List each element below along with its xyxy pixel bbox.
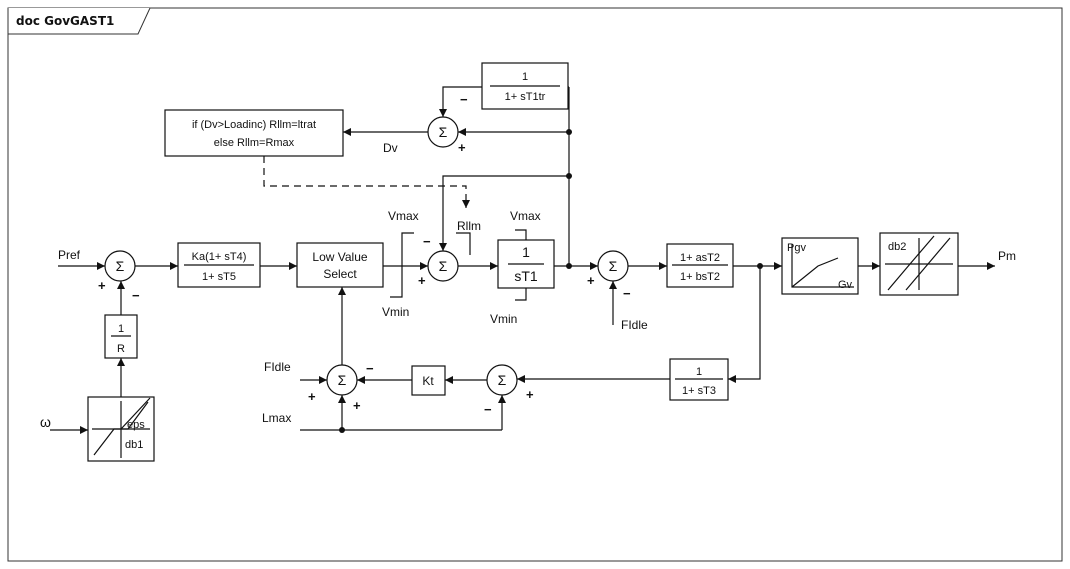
low-value-select-line2: Select xyxy=(323,267,357,281)
sum-junction-lower-left: Σ xyxy=(326,364,358,396)
sign-plus: + xyxy=(418,273,426,288)
kt-block[interactable]: Kt xyxy=(411,365,446,396)
deadband1-block[interactable]: eps db1 xyxy=(87,396,155,462)
sum-junction-rate: Σ xyxy=(427,250,459,282)
package-tab[interactable]: doc GovGAST1 xyxy=(7,7,151,35)
signal-vmin-lvs: Vmin xyxy=(382,305,409,319)
sum-symbol: Σ xyxy=(439,124,448,140)
gv-curve-in-label: Gv xyxy=(838,279,853,291)
rate-limit-block[interactable]: if (Dv>Loadinc) Rllm=ltrat else Rllm=Rma… xyxy=(164,109,344,157)
integrator-den: sT1 xyxy=(514,268,538,284)
sign-plus: + xyxy=(458,140,466,155)
sum-junction-pref: Σ xyxy=(104,250,136,282)
sign-plus: + xyxy=(353,398,361,413)
feedback-t1tr-num: 1 xyxy=(522,71,528,83)
diagram-frame xyxy=(7,7,1063,562)
junction-signs: + − − + − + + − − + + − + xyxy=(98,92,631,417)
integrator-num: 1 xyxy=(522,244,530,260)
sign-minus: − xyxy=(623,286,631,301)
lag-t3-den: 1+ sT3 xyxy=(682,385,716,397)
lead-lag-ka-num: Ka(1+ sT4) xyxy=(192,251,247,263)
sign-plus: + xyxy=(308,389,316,404)
kt-label: Kt xyxy=(422,374,434,388)
signal-pm: Pm xyxy=(998,249,1016,263)
lead-lag-t2-block[interactable]: 1+ asT2 1+ bsT2 xyxy=(666,243,734,288)
integrator-block[interactable]: 1 sT1 xyxy=(497,239,555,289)
lag-t3-num: 1 xyxy=(696,366,702,378)
sign-plus: + xyxy=(587,273,595,288)
sign-minus: − xyxy=(460,92,468,107)
lag-t3-block[interactable]: 1 1+ sT3 xyxy=(669,358,729,401)
droop-num: 1 xyxy=(118,323,124,335)
signal-lmax: Lmax xyxy=(262,411,291,425)
sum-junction-lower-right: Σ xyxy=(486,364,518,396)
sum-junction-dv: Σ xyxy=(427,116,459,148)
signal-dv: Dv xyxy=(383,141,398,155)
gv-curve-block[interactable]: Pgv Gv xyxy=(781,237,859,295)
gv-curve-out-label: Pgv xyxy=(787,242,806,254)
sum-symbol: Σ xyxy=(498,372,507,388)
package-tab-label: doc GovGAST1 xyxy=(16,14,114,28)
deadband1-db: db1 xyxy=(125,439,143,451)
sum-symbol: Σ xyxy=(116,258,125,274)
deadband1-eps: eps xyxy=(127,419,145,431)
connectors xyxy=(50,86,995,434)
sign-plus: + xyxy=(526,387,534,402)
sum-symbol: Σ xyxy=(609,258,618,274)
droop-den: R xyxy=(117,343,125,355)
sum-junction-fidle: Σ xyxy=(597,250,629,282)
rate-limit-line1: if (Dv>Loadinc) Rllm=ltrat xyxy=(192,119,316,131)
low-value-select-line1: Low Value xyxy=(312,250,367,264)
sign-plus: + xyxy=(98,278,106,293)
low-value-select-block[interactable]: Low Value Select xyxy=(296,242,384,288)
sum-symbol: Σ xyxy=(338,372,347,388)
sign-minus: − xyxy=(132,288,140,303)
signal-fidle-main: FIdle xyxy=(621,318,648,332)
signal-rllm: Rllm xyxy=(457,219,481,233)
feedback-t1tr-block[interactable]: 1 1+ sT1tr xyxy=(481,62,569,110)
lead-lag-ka-den: 1+ sT5 xyxy=(202,271,236,283)
lead-lag-t2-num: 1+ asT2 xyxy=(680,252,720,264)
droop-block[interactable]: 1 R xyxy=(104,314,138,359)
lead-lag-t2-den: 1+ bsT2 xyxy=(680,271,720,283)
signal-omega: ω xyxy=(40,414,51,430)
feedback-t1tr-den: 1+ sT1tr xyxy=(505,91,546,103)
signal-pref: Pref xyxy=(58,248,81,262)
signal-vmax-lvs: Vmax xyxy=(388,209,419,223)
sum-symbol: Σ xyxy=(439,258,448,274)
signal-vmax-int: Vmax xyxy=(510,209,541,223)
deadband2-label: db2 xyxy=(888,241,906,253)
sign-minus: − xyxy=(484,402,492,417)
signal-vmin-int: Vmin xyxy=(490,312,517,326)
signal-fidle-lower: FIdle xyxy=(264,360,291,374)
sign-minus: − xyxy=(366,361,374,376)
deadband2-block[interactable]: db2 xyxy=(879,232,959,296)
lead-lag-ka-block[interactable]: Ka(1+ sT4) 1+ sT5 xyxy=(177,242,261,288)
sign-minus: − xyxy=(423,234,431,249)
rate-limit-line2: else Rllm=Rmax xyxy=(214,137,295,149)
